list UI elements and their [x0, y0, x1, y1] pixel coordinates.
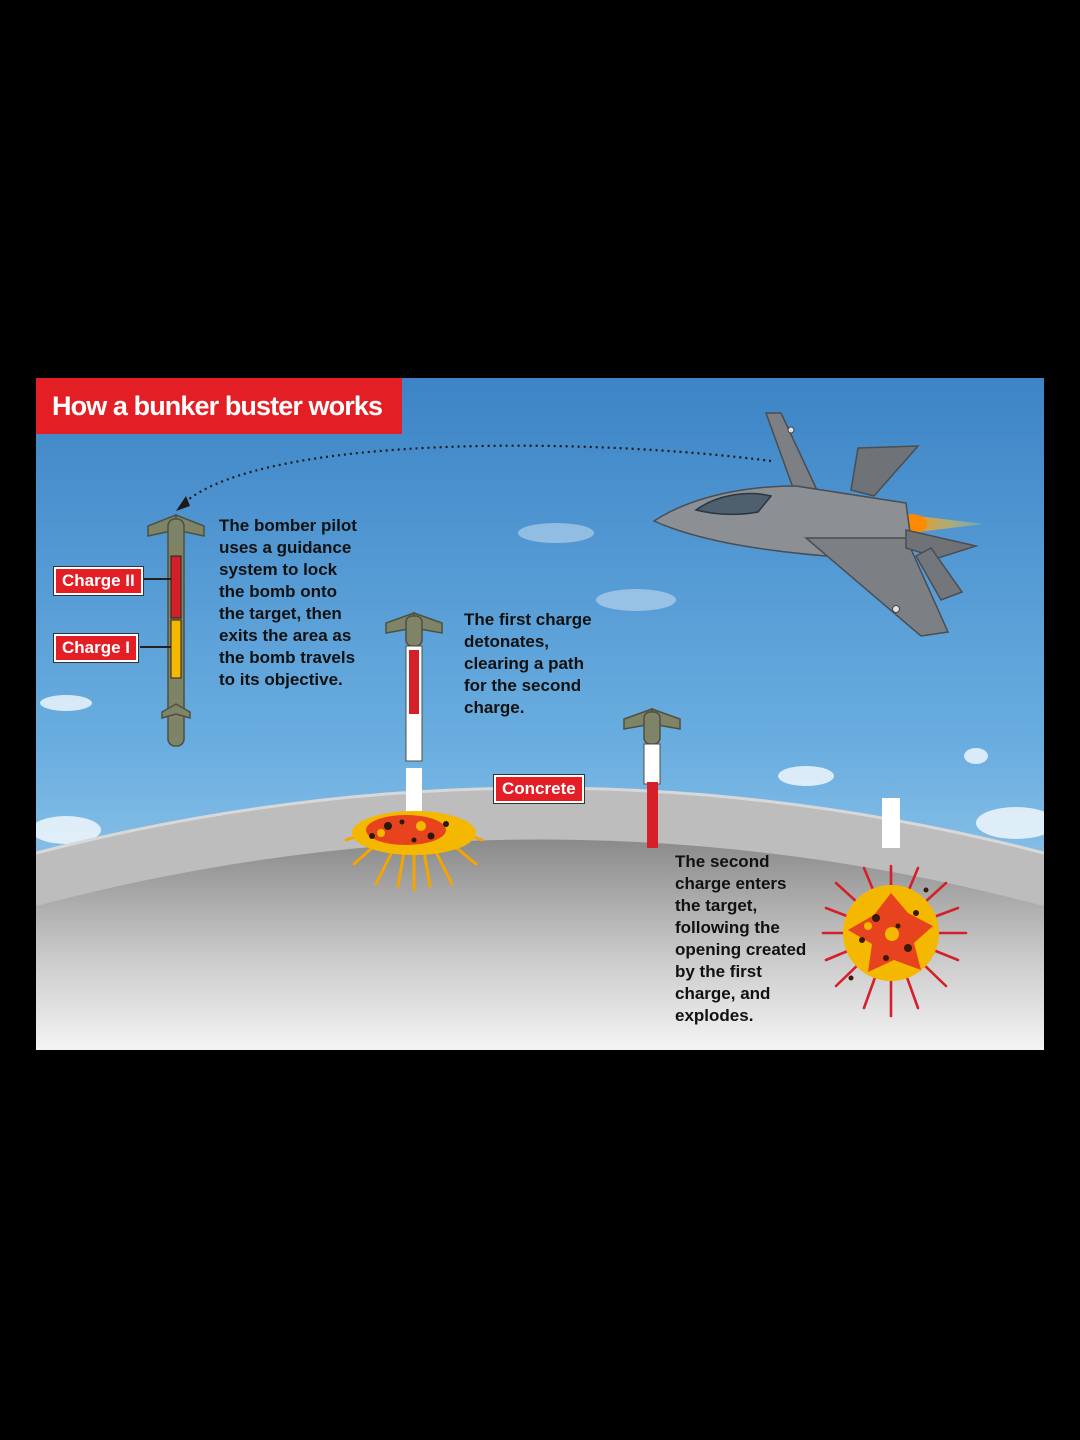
step-1-caption: The bomber pilot uses a guidance system … — [219, 516, 357, 689]
ground-target — [36, 839, 1044, 1050]
step-3-caption: The second charge enters the target, fol… — [675, 852, 807, 1025]
fighter-jet — [652, 412, 984, 637]
clouds — [36, 523, 1044, 844]
first-charge-explosion — [344, 811, 484, 892]
bomb-stage-1 — [140, 513, 205, 747]
penetration-channel — [882, 798, 900, 848]
step-2-caption: The first charge detonates, clearing a p… — [464, 610, 592, 717]
second-charge-explosion — [821, 864, 968, 1018]
bomb-stage-2 — [385, 611, 443, 816]
page-title: How a bunker buster works — [36, 378, 402, 434]
bomb-stage-3 — [623, 707, 681, 848]
charge-two-label: Charge II — [53, 566, 144, 596]
infographic-panel: How a bunker buster works Charge II Char… — [36, 378, 1044, 1050]
flight-path-arrowhead — [176, 496, 190, 511]
diagram-canvas — [36, 378, 1044, 1050]
concrete-label: Concrete — [493, 774, 585, 804]
charge-one-label: Charge I — [52, 633, 140, 663]
